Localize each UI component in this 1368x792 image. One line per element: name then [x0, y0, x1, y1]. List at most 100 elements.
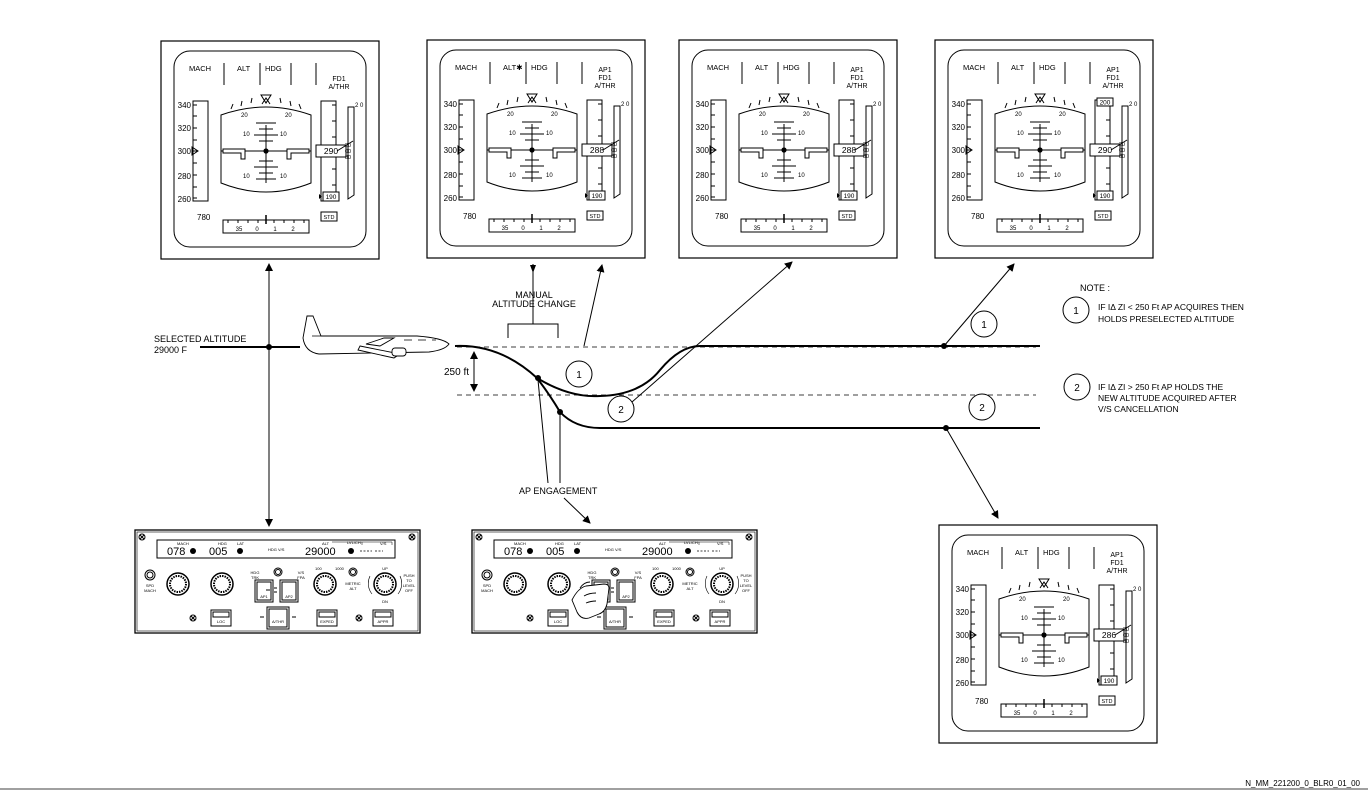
pfd-display-1: MACH ALT HDG FD1 A/THR 340 320 300 280 2…: [160, 40, 380, 260]
svg-text:190: 190: [1100, 193, 1111, 200]
svg-text:20: 20: [863, 142, 869, 148]
svg-text:20: 20: [1123, 627, 1129, 633]
svg-text:1: 1: [1051, 711, 1055, 717]
svg-text:V/S: V/S: [298, 570, 305, 575]
svg-text:MACH: MACH: [481, 588, 493, 593]
svg-text:ALT: ALT: [237, 64, 251, 73]
svg-text:340: 340: [178, 101, 192, 110]
svg-text:10: 10: [1017, 173, 1024, 179]
svg-text:2: 2: [1065, 226, 1069, 232]
svg-text:280: 280: [952, 171, 966, 180]
svg-text:29000: 29000: [305, 546, 336, 558]
svg-text:10: 10: [280, 174, 287, 180]
svg-text:780: 780: [975, 697, 989, 706]
svg-text:340: 340: [444, 100, 458, 109]
svg-text:LAT: LAT: [574, 541, 582, 546]
svg-text:00: 00: [863, 148, 869, 154]
svg-text:320: 320: [178, 124, 192, 133]
svg-text:HDG: HDG: [1039, 63, 1056, 72]
svg-text:280: 280: [696, 171, 710, 180]
svg-text:320: 320: [952, 123, 966, 132]
svg-text:10: 10: [546, 131, 553, 137]
svg-text:HDG V/S: HDG V/S: [268, 547, 285, 552]
altitude-change-label: ALTITUDE CHANGE: [492, 299, 576, 309]
delta-250-label: 250 ft: [444, 367, 469, 378]
svg-text:320: 320: [956, 608, 970, 617]
svg-text:TO: TO: [406, 578, 411, 583]
svg-text:2 0: 2 0: [873, 102, 882, 108]
svg-text:LOC: LOC: [554, 619, 562, 624]
svg-text:80: 80: [1119, 154, 1125, 160]
svg-text:ALT✱: ALT✱: [503, 63, 523, 72]
svg-text:20: 20: [611, 142, 617, 148]
note-2-line-3: V/S CANCELLATION: [1098, 404, 1179, 414]
svg-text:HDG: HDG: [1043, 548, 1060, 557]
svg-text:LAT: LAT: [237, 541, 245, 546]
svg-text:V/S: V/S: [380, 541, 387, 546]
svg-text:2: 2: [809, 226, 813, 232]
svg-text:1: 1: [539, 226, 543, 232]
svg-text:0: 0: [255, 227, 259, 233]
svg-text:UP: UP: [719, 566, 725, 571]
svg-text:320: 320: [696, 123, 710, 132]
svg-text:2 0: 2 0: [621, 102, 630, 108]
svg-text:MACH: MACH: [189, 64, 211, 73]
svg-text:280: 280: [444, 171, 458, 180]
svg-text:LVL/CH: LVL/CH: [684, 540, 698, 545]
svg-text:A/THR: A/THR: [595, 83, 616, 90]
svg-text:00: 00: [1119, 148, 1125, 154]
svg-text:280: 280: [178, 172, 192, 181]
svg-text:10: 10: [1017, 131, 1024, 137]
manual-label: MANUAL: [515, 290, 553, 300]
svg-text:HDG: HDG: [531, 63, 548, 72]
svg-text:SPD: SPD: [146, 583, 154, 588]
svg-text:EXPED: EXPED: [657, 619, 671, 624]
svg-text:10: 10: [1054, 131, 1061, 137]
svg-text:80: 80: [611, 154, 617, 160]
svg-text:35: 35: [1014, 711, 1021, 717]
svg-text:MACH: MACH: [963, 63, 985, 72]
svg-text:10: 10: [243, 174, 250, 180]
svg-text:20: 20: [803, 112, 810, 118]
svg-text:AP2: AP2: [285, 594, 293, 599]
svg-text:20: 20: [759, 112, 766, 118]
svg-text:100: 100: [652, 566, 659, 571]
svg-text:HDG: HDG: [588, 570, 597, 575]
selected-altitude-value: 29000 F: [154, 345, 188, 355]
svg-text:ALT: ALT: [349, 586, 357, 591]
svg-text:260: 260: [952, 194, 966, 203]
svg-text:078: 078: [167, 546, 185, 558]
svg-text:2: 2: [557, 226, 561, 232]
svg-text:AP1: AP1: [260, 594, 268, 599]
svg-text:FPA: FPA: [634, 575, 642, 580]
svg-text:TRK: TRK: [251, 575, 259, 580]
svg-text:AP1: AP1: [1110, 552, 1123, 559]
svg-text:A/THR: A/THR: [329, 84, 350, 91]
svg-text:2 0: 2 0: [1133, 587, 1142, 593]
svg-text:290: 290: [1098, 145, 1112, 155]
svg-text:OFF: OFF: [405, 588, 414, 593]
svg-text:10: 10: [798, 131, 805, 137]
svg-text:35: 35: [1010, 226, 1017, 232]
svg-text:MACH: MACH: [967, 548, 989, 557]
svg-text:200: 200: [1100, 100, 1111, 107]
svg-text:005: 005: [209, 546, 227, 558]
figure-reference: N_MM_221200_0_BLR0_01_00: [1245, 779, 1360, 788]
svg-text:STD: STD: [590, 214, 601, 220]
svg-text:80: 80: [1123, 639, 1129, 645]
svg-text:005: 005: [546, 546, 564, 558]
pfd-display-4: MACH ALT HDG AP1 FD1 A/THR 340 320 300 2…: [934, 39, 1154, 259]
svg-text:20: 20: [1015, 112, 1022, 118]
svg-text:20: 20: [507, 112, 514, 118]
svg-text:V/S: V/S: [717, 541, 724, 546]
svg-text:780: 780: [197, 213, 211, 222]
svg-text:HDG: HDG: [783, 63, 800, 72]
svg-text:260: 260: [956, 679, 970, 688]
svg-text:20: 20: [1059, 112, 1066, 118]
fcu-panel-1: MACH HDG LAT HDG V/S ALT LVL/CH V/S 078 …: [134, 529, 421, 634]
svg-text:288: 288: [842, 145, 856, 155]
svg-text:35: 35: [236, 227, 243, 233]
svg-text:780: 780: [715, 212, 729, 221]
svg-text:STD: STD: [1102, 699, 1113, 705]
svg-text:LEVEL: LEVEL: [403, 583, 416, 588]
